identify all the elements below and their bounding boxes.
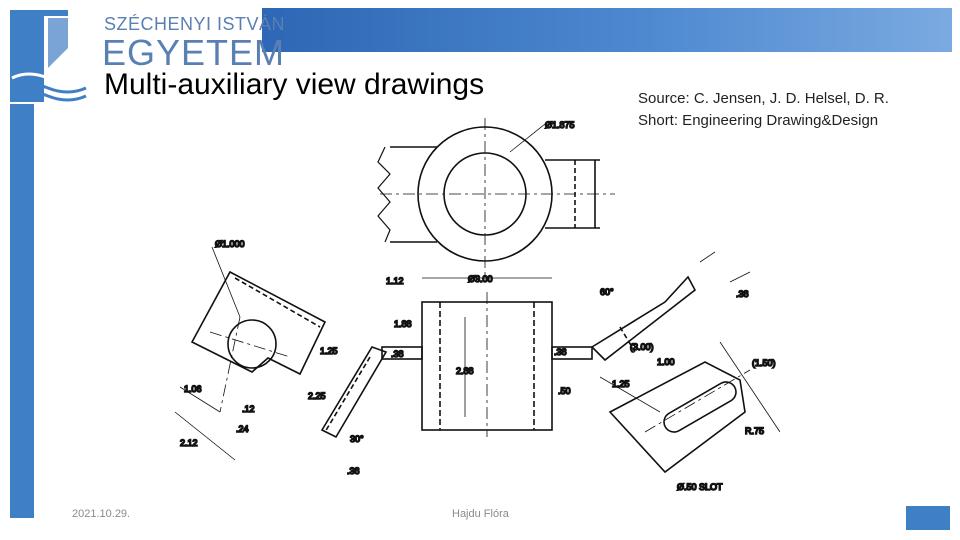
dim-225: 2.25: [308, 391, 326, 401]
dim-12: .12: [242, 404, 255, 414]
dim-dia-1875: Ø1.875: [545, 120, 575, 130]
dim-288: 2.88: [456, 366, 474, 376]
dim-r75: R.75: [745, 426, 764, 436]
footer-author: Hajdu Flóra: [452, 508, 509, 520]
engineering-drawing: Ø1.875 Ø1.000 Ø3.00 1.12 1.88 .38 .38 .3…: [174, 118, 780, 493]
header-banner: [262, 8, 952, 52]
right-auxiliary-view: [590, 251, 780, 474]
dim-38-left: .38: [391, 349, 404, 359]
dim-dia-300: Ø3.00: [468, 274, 493, 284]
dim-125-left: 1.25: [320, 346, 338, 356]
left-auxiliary-view: [174, 246, 388, 461]
footer-date: 2021.10.29.: [72, 508, 131, 520]
slide-title: Multi-auxiliary view drawings: [104, 68, 485, 101]
dim-38-right: .38: [554, 347, 567, 357]
dim-slot: Ø.50 SLOT: [677, 482, 723, 492]
source-citation: Source: C. Jensen, J. D. Helsel, D. R. S…: [638, 88, 889, 132]
dim-dia-1000: Ø1.000: [215, 239, 245, 249]
dim-100: 1.00: [657, 357, 675, 367]
dim-212: 2.12: [180, 438, 198, 448]
dim-angle-60: 60°: [600, 287, 614, 297]
source-line-2: Short: Engineering Drawing&Design: [638, 112, 879, 129]
dim-125-right: 1.25: [612, 379, 630, 389]
dim-38-upper: .38: [736, 289, 749, 299]
dim-106: 1.06: [184, 384, 202, 394]
dim-88: 1.88: [394, 319, 412, 329]
front-view: [381, 277, 593, 437]
university-logo: SZÉCHENYI ISTVÁN EGYETEM: [8, 8, 285, 104]
top-view: [377, 118, 615, 277]
logo-text-main: EGYETEM: [102, 32, 286, 73]
dim-112: 1.12: [386, 276, 404, 286]
dim-50: .50: [558, 386, 571, 396]
logo-emblem-icon: [8, 8, 100, 104]
dim-38-lower: .38: [347, 466, 360, 476]
dim-24: .24: [236, 424, 249, 434]
logo-text-top: SZÉCHENYI ISTVÁN: [104, 14, 286, 34]
dim-angle-30: 30°: [350, 434, 364, 444]
left-accent-bar: [10, 100, 34, 518]
dim-300-ref: (3.00): [630, 342, 654, 352]
footer-accent-block: [906, 506, 950, 530]
source-line-1: Source: C. Jensen, J. D. Helsel, D. R.: [638, 90, 889, 107]
dim-150-ref: (1.50): [752, 358, 776, 368]
